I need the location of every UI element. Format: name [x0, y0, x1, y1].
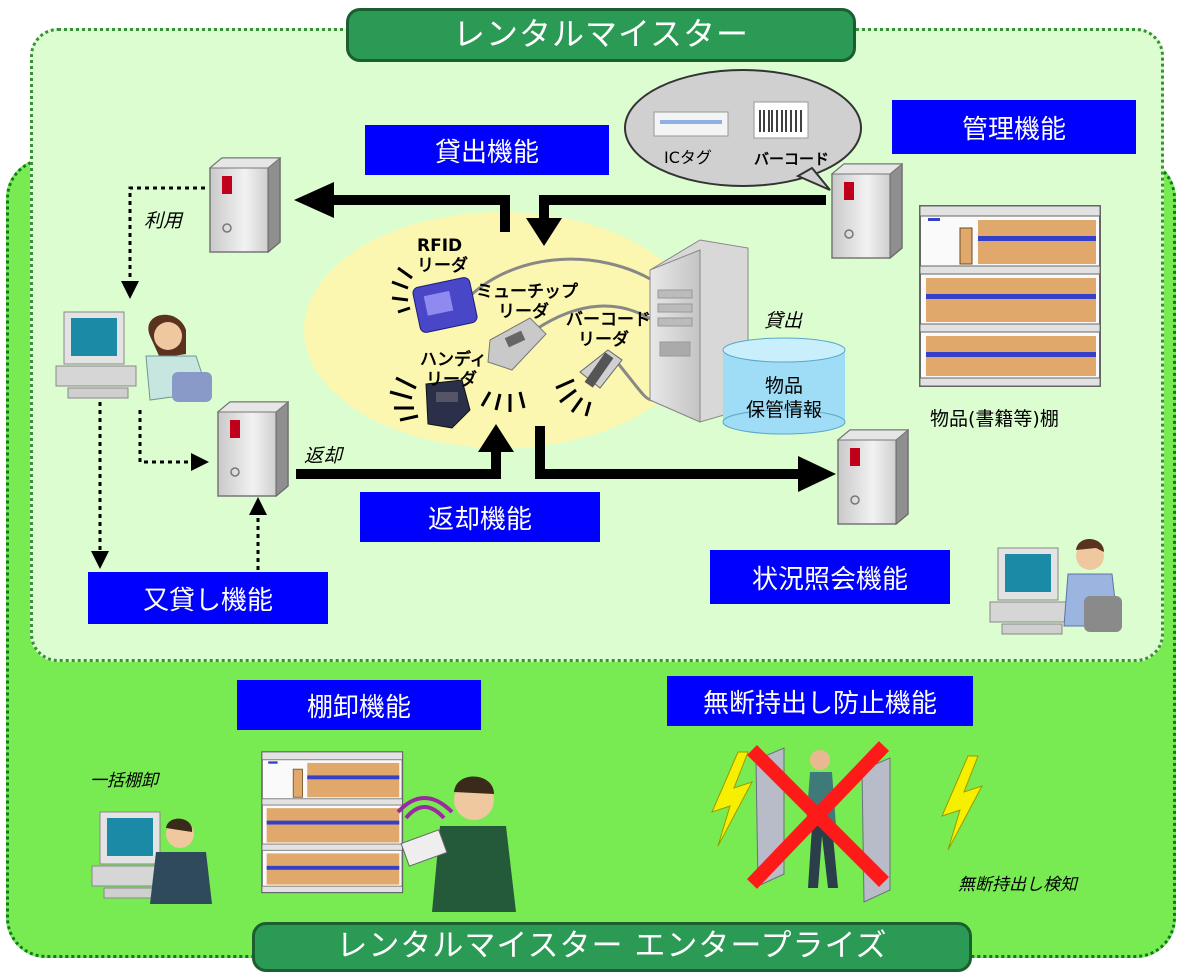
multichip-reader-label: ミューチップ リーダ	[476, 282, 578, 322]
barcode-reader-label: バーコード リーダ	[566, 310, 651, 350]
return-label: 返却	[304, 445, 343, 467]
management-arrow	[526, 195, 826, 246]
status-inquiry-function-box: 状況照会機能	[710, 550, 950, 604]
ic-tag-label: ICタグ	[664, 148, 712, 167]
rental-meister-title: レンタルマイスター	[346, 8, 856, 62]
sublending-function-box: 又貸し機能	[88, 572, 328, 624]
use-label: 利用	[144, 210, 183, 232]
rfid-reader-label: RFID リーダ	[417, 236, 468, 276]
barcode-label: バーコード	[754, 150, 830, 168]
barcode-reader-icon	[579, 349, 623, 389]
unauthorized-detection-label: 無断持出し検知	[958, 875, 1077, 895]
shelf-label: 物品(書籍等)棚	[930, 408, 1059, 430]
database-icon	[722, 337, 846, 435]
tag-bubble	[624, 69, 862, 191]
handy-reader-label: ハンディ リーダ	[420, 350, 487, 390]
return-arrow	[296, 424, 514, 479]
lending-arrow	[294, 182, 510, 232]
user-at-computer-left	[55, 311, 212, 402]
multichip-reader-icon	[487, 317, 547, 371]
antitheft-graphic	[711, 741, 984, 903]
binder-management	[831, 163, 903, 259]
lending-function-box: 貸出機能	[365, 125, 609, 175]
bulk-inventory-label: 一括棚卸	[90, 771, 158, 791]
binder-status	[837, 429, 909, 525]
binder-return	[217, 401, 289, 497]
lend-label: 貸出	[764, 310, 803, 332]
user-bulk-inventory	[91, 811, 212, 904]
shelf-bottom	[261, 751, 404, 894]
person-with-handheld	[396, 776, 516, 912]
returning-function-box: 返却機能	[360, 492, 600, 542]
storage-info-label: 物品 保管情報	[745, 375, 822, 421]
user-at-computer-right	[989, 538, 1122, 635]
binder-use	[209, 157, 281, 253]
antitheft-function-box: 無断持出し防止機能	[667, 676, 973, 726]
rfid-reader-icon	[412, 277, 478, 333]
status-arrow	[535, 426, 836, 492]
inventory-function-box: 棚卸機能	[237, 680, 481, 730]
shelf-top	[919, 205, 1101, 387]
handy-reader-icon	[425, 379, 471, 429]
enterprise-title: レンタルマイスター エンタープライズ	[252, 922, 972, 972]
management-function-box: 管理機能	[892, 100, 1136, 154]
